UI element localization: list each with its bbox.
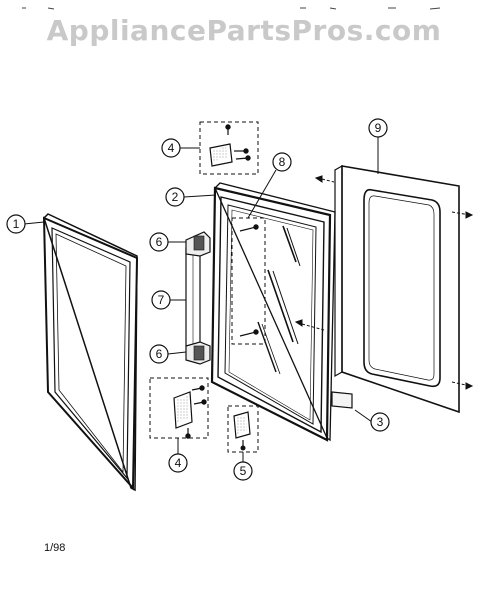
screw-icon xyxy=(239,224,259,337)
callout-6-lower: 6 xyxy=(149,344,169,364)
top-edge-marks xyxy=(0,0,488,10)
screw-icon xyxy=(240,440,246,451)
callout-8: 8 xyxy=(272,152,292,172)
callout-7-label: 7 xyxy=(158,293,165,307)
callout-2-label: 2 xyxy=(172,190,179,204)
diagram-date-code: 1/98 xyxy=(44,542,66,554)
alignment-arrows xyxy=(294,175,474,390)
callout-5-label: 5 xyxy=(240,464,247,478)
door-panel xyxy=(334,164,460,414)
screw-icon xyxy=(225,124,251,161)
door-handle xyxy=(185,231,211,365)
callout-8-label: 8 xyxy=(279,155,286,169)
callout-6-upper: 6 xyxy=(149,232,169,252)
callout-6-lower-label: 6 xyxy=(156,347,163,361)
callout-1-label: 1 xyxy=(13,217,20,231)
upper-hinge-bracket xyxy=(199,121,259,175)
callout-6-upper-label: 6 xyxy=(156,235,163,249)
door-glass xyxy=(228,209,314,421)
callout-4-lower: 4 xyxy=(168,453,188,473)
callout-3: 3 xyxy=(370,412,390,432)
door-gasket xyxy=(42,213,139,492)
callout-4-upper-label: 4 xyxy=(168,141,175,155)
trim-badge xyxy=(331,391,353,409)
callout-4-lower-label: 4 xyxy=(175,456,182,470)
callout-leaders xyxy=(23,136,379,462)
callout-4-upper: 4 xyxy=(161,138,181,158)
callout-2: 2 xyxy=(165,187,185,207)
watermark: AppliancePartsPros.com xyxy=(46,14,442,47)
callout-7: 7 xyxy=(151,290,171,310)
screw-icon xyxy=(185,385,207,439)
callout-9: 9 xyxy=(368,118,388,138)
lower-hinge-bracket xyxy=(149,377,209,439)
callout-5: 5 xyxy=(233,461,253,481)
hinge-pin-bracket xyxy=(227,405,259,453)
callout-9-label: 9 xyxy=(375,121,382,135)
callout-1: 1 xyxy=(6,214,26,234)
callout-3-label: 3 xyxy=(377,415,384,429)
door-frame xyxy=(210,182,336,442)
